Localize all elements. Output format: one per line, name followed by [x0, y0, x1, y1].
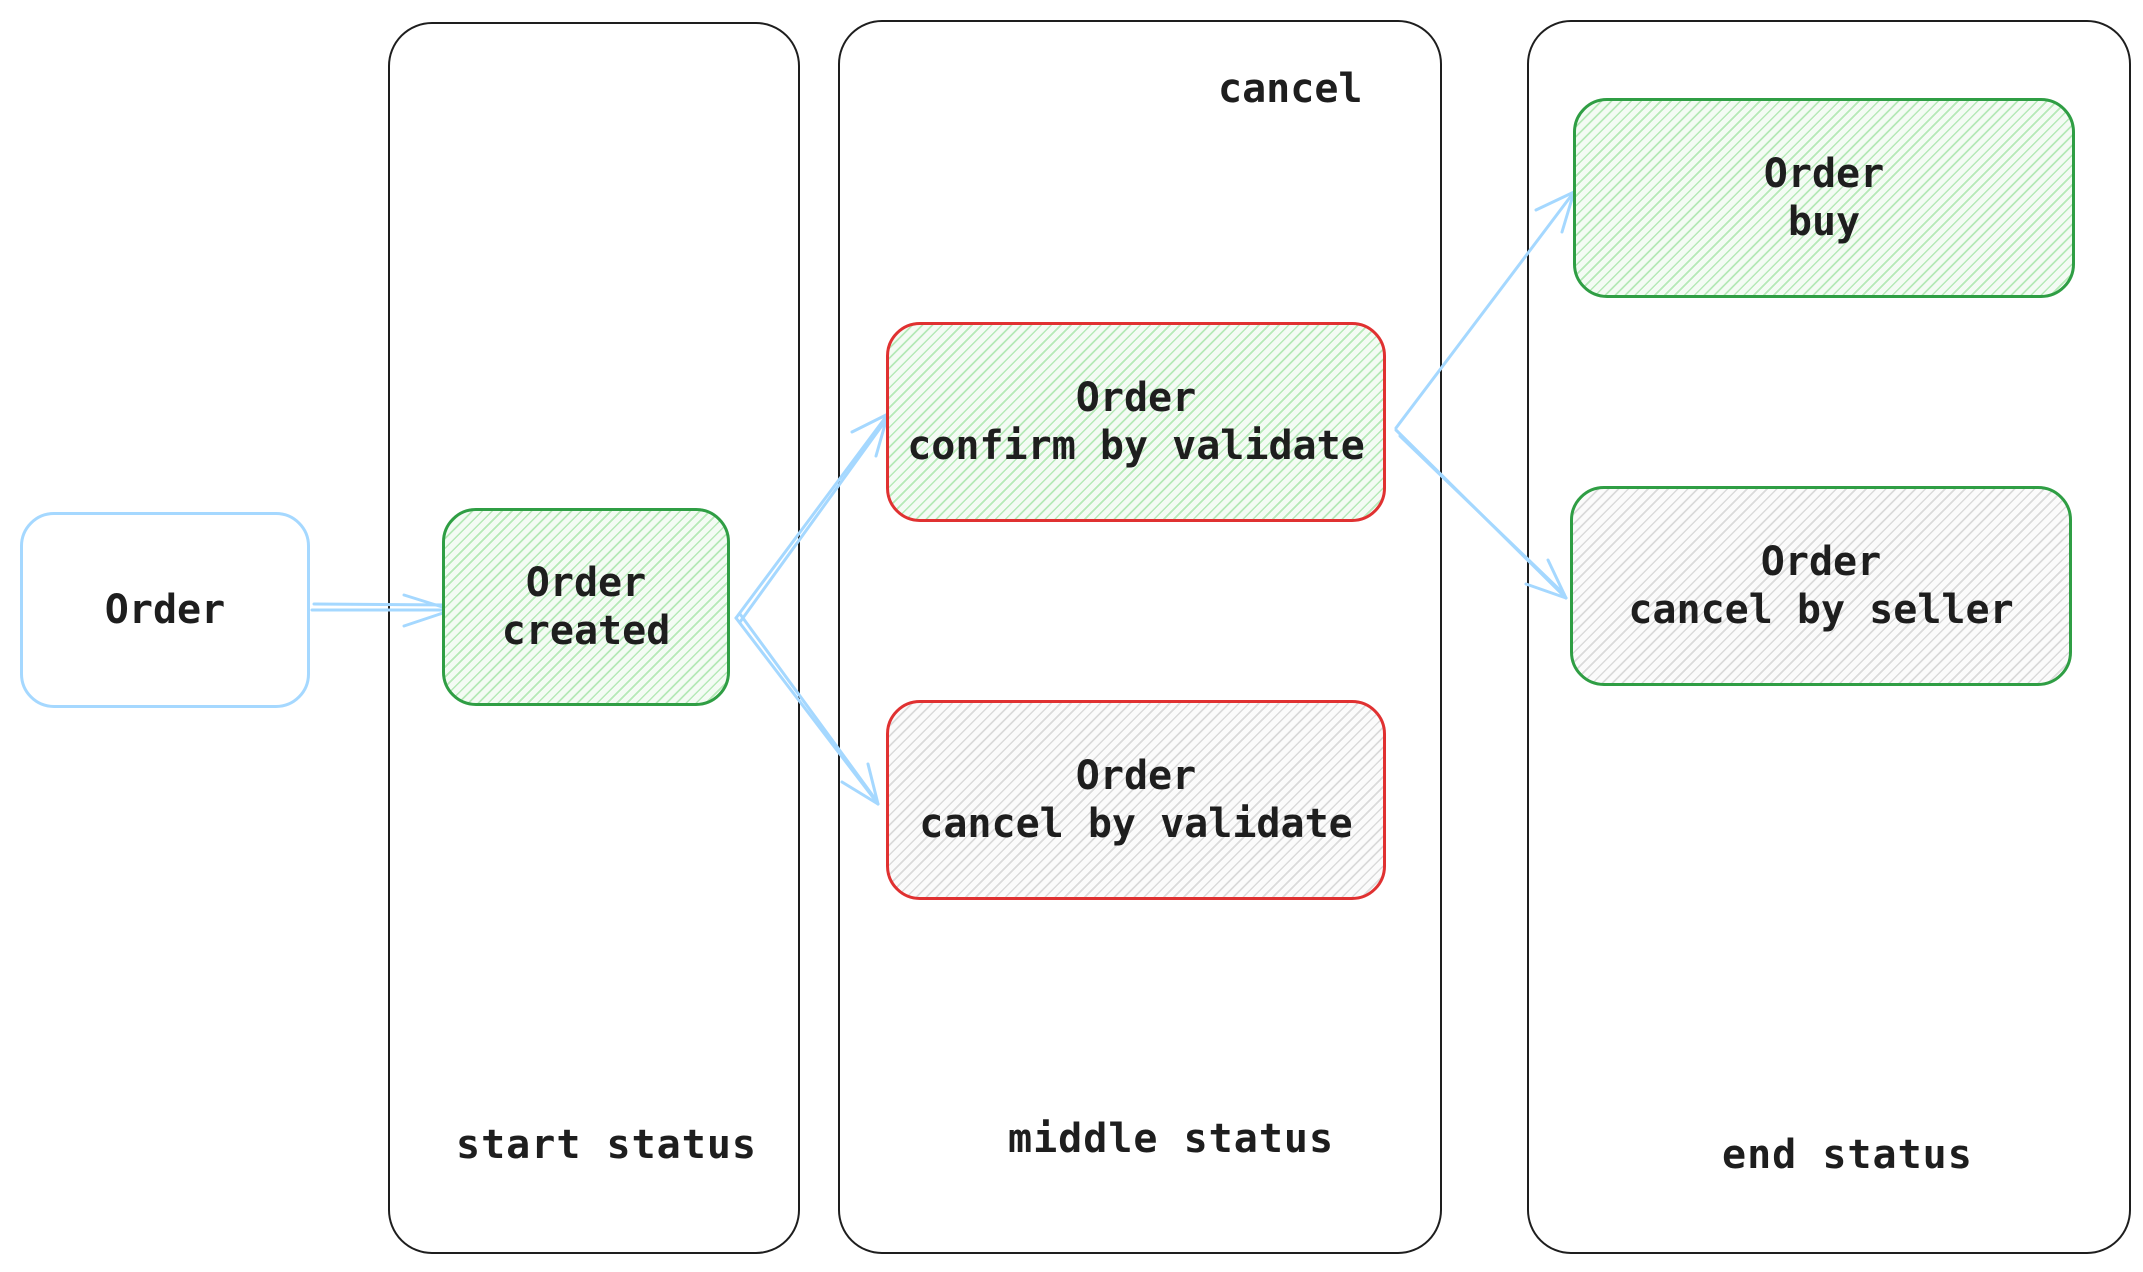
node-order-created-line2: created: [501, 608, 671, 654]
node-order-created-line1: Order: [525, 560, 647, 606]
node-order-confirm-line2: confirm by validate: [907, 423, 1365, 469]
node-order-cancel-validate-line2: cancel by validate: [919, 801, 1353, 847]
lane-end-status: [1527, 20, 2131, 1254]
node-order-cancel-seller-line2: cancel by seller: [1628, 587, 2014, 633]
lane-label-middle: middle status: [1008, 1116, 1335, 1162]
node-order-buy: Order buy: [1573, 98, 2075, 298]
node-order-buy-line2: buy: [1787, 199, 1861, 245]
node-order-buy-line1: Order: [1763, 151, 1885, 197]
lane-label-end: end status: [1722, 1132, 1973, 1178]
node-order-source: Order: [20, 512, 310, 708]
node-order-confirm-by-validate: Order confirm by validate: [886, 322, 1386, 522]
lane-middle-status: [838, 20, 1442, 1254]
cancel-label: cancel: [1218, 66, 1363, 112]
node-order-source-line1: Order: [104, 587, 226, 633]
node-order-confirm-line1: Order: [1075, 375, 1197, 421]
node-order-cancel-seller-line1: Order: [1760, 539, 1882, 585]
node-order-cancel-by-validate: Order cancel by validate: [886, 700, 1386, 900]
node-order-cancel-validate-line1: Order: [1075, 753, 1197, 799]
node-order-cancel-by-seller: Order cancel by seller: [1570, 486, 2072, 686]
lane-label-start: start status: [456, 1122, 757, 1168]
node-order-created: Order created: [442, 508, 730, 706]
